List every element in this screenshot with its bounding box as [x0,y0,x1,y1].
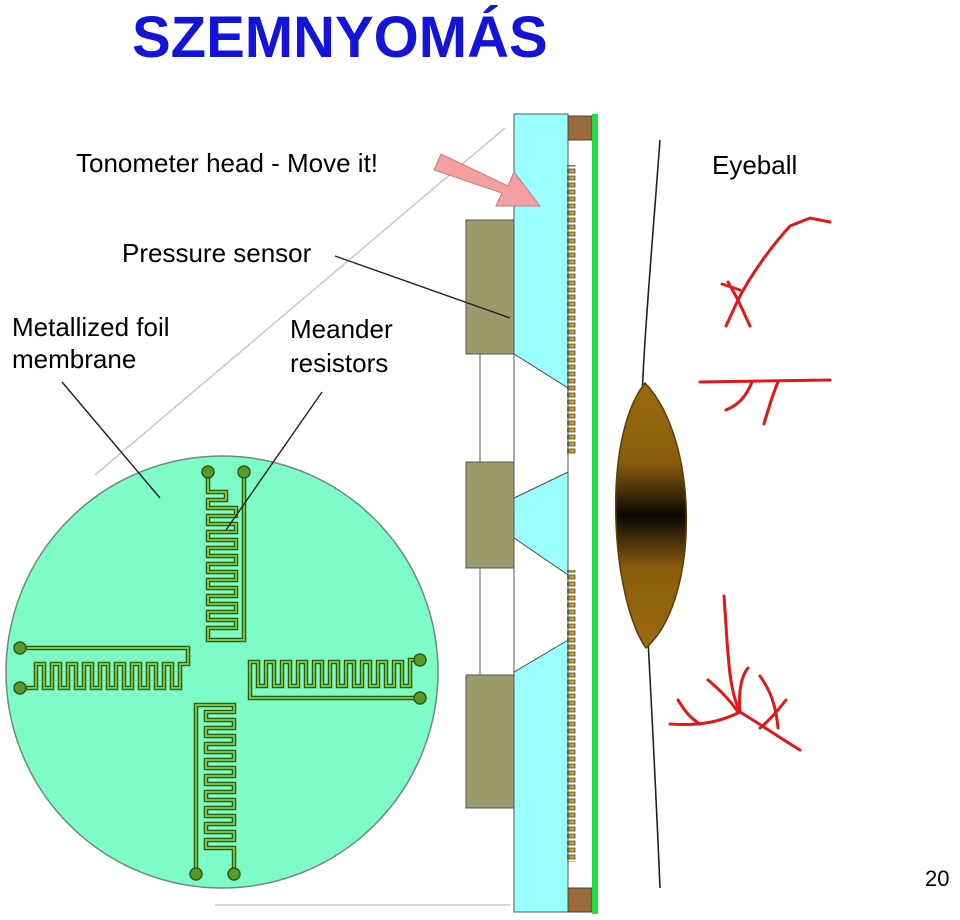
electrode-comb-lower [567,570,576,862]
meander-resistor-bottom-trace [195,704,235,872]
meander-resistor-left-trace [20,647,189,689]
label-meander: Meander [290,314,393,344]
slide-title: SZEMNYOMÁS [132,5,548,70]
foil-membrane-disc [5,455,439,889]
sensor-body-gap-1 [466,353,515,463]
label-eyeball: Eyeball [712,150,798,180]
label-membrane: membrane [12,344,137,374]
sensor-body-bottom [465,674,515,809]
meander-resistor-top-trace [207,474,245,641]
label-pressure-sensor: Pressure sensor [122,238,312,268]
eye-lens [614,381,688,650]
page-number: 20 [925,866,950,891]
projection-line-top [94,127,506,476]
label-metallized-foil: Metallized foil [12,312,170,342]
meander-resistors-pointer [225,391,323,531]
meander-resistor-right-trace [249,659,420,699]
sensor-body-gap-2 [479,567,515,676]
foil-strip [592,114,598,914]
label-tonometer-head: Tonometer head - Move it! [76,148,379,178]
contact-pads [13,465,427,881]
label-resistors: resistors [290,348,389,378]
move-arrow-icon [433,153,542,207]
brown-cap-top [567,115,593,141]
tonometer-head [513,113,569,913]
pressure-sensor-pointer [334,255,511,319]
electrode-comb-upper [567,165,576,455]
sensor-body-top [465,219,515,355]
sensor-body-middle [465,461,515,569]
blood-vessels [668,216,832,752]
brown-cap-bottom [567,887,593,913]
metallized-foil-pointer [61,381,161,499]
